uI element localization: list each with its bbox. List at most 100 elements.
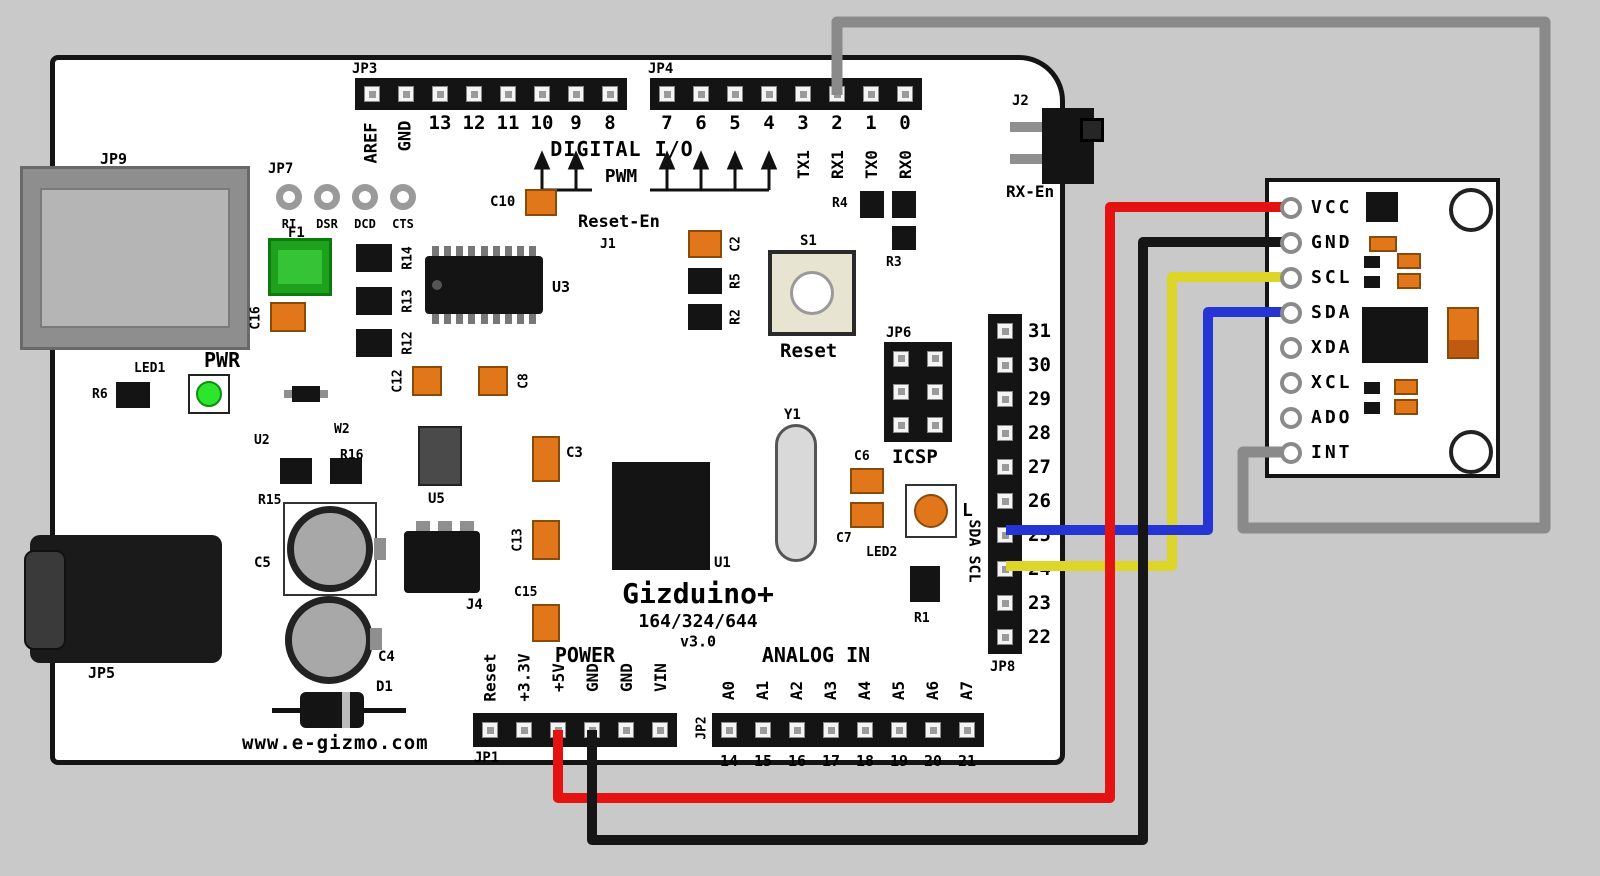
jp1-pin-label: VIN [650, 662, 670, 692]
pin-number: 14 [719, 752, 739, 770]
pin-number: 19 [889, 752, 909, 770]
jp2-pin-label: A6 [923, 680, 943, 700]
jp7-pad [390, 184, 416, 210]
dc-jack-barrel [24, 550, 66, 650]
r1-label: R1 [914, 611, 930, 626]
c15-label: C15 [514, 585, 538, 600]
jp7-pad [352, 184, 378, 210]
pin-number: 31 [1028, 320, 1051, 342]
pin-number: 15 [753, 752, 773, 770]
jp7-label: JP7 [268, 161, 294, 177]
r16-label: R16 [340, 448, 364, 463]
jp8-header [988, 314, 1022, 654]
jp7-pin-label: CTS [392, 217, 414, 231]
sensor-pin-pad [1280, 406, 1302, 429]
sensor-pin-label: ADO [1311, 407, 1353, 428]
r5-part [688, 268, 722, 294]
jp3-header [355, 78, 627, 110]
w2-part [292, 386, 320, 402]
c5-tab [374, 538, 386, 560]
pin-number: 28 [1028, 422, 1051, 444]
website-label: www.e-gizmo.com [242, 732, 429, 754]
c4-label: C4 [378, 649, 395, 665]
sensor-pin-label: VCC [1311, 197, 1353, 218]
jp2-pin-label: A5 [889, 680, 909, 700]
f1-part-inner [278, 250, 322, 284]
r14-label: R14 [400, 246, 416, 270]
jp9-label: JP9 [100, 150, 128, 168]
r6-part [116, 382, 150, 408]
led1-label: LED1 [134, 361, 166, 376]
pin-number: 13 [428, 112, 452, 134]
c2-part [688, 230, 722, 258]
jp4-header [650, 78, 922, 110]
sensor-smd [1394, 399, 1418, 415]
c13-part [532, 520, 560, 560]
pin-number: 18 [855, 752, 875, 770]
j2-pin [1010, 154, 1044, 164]
pin-number: 22 [1028, 626, 1051, 648]
sensor-pin-label: XCL [1311, 372, 1353, 393]
jp2-header [712, 713, 984, 747]
w2-label: W2 [334, 422, 350, 437]
sensor-smd [1364, 382, 1380, 394]
c10-part [525, 189, 557, 216]
pin-number: 7 [661, 112, 673, 134]
sensor-smd [1397, 273, 1421, 289]
j2-label: J2 [1012, 93, 1029, 109]
sensor-smd [1364, 402, 1380, 414]
pin-number: 20 [923, 752, 943, 770]
jp7-pin-label: DCD [354, 217, 376, 231]
c7-label: C7 [836, 531, 852, 546]
w2-leg [320, 390, 328, 398]
jp2-label: JP2 [694, 716, 710, 740]
icsp-header [884, 342, 952, 442]
sensor-smd [1364, 256, 1380, 268]
jp1-pin-label: +3.3V [514, 652, 534, 702]
r15-label: R15 [258, 493, 282, 508]
l-label: L [962, 500, 973, 521]
sensor-mount-hole [1449, 430, 1493, 474]
pin-number: 30 [1028, 354, 1051, 376]
board-title: Gizduino+ [622, 577, 774, 610]
pin-number: 23 [1028, 592, 1051, 614]
sensor-pin-pad [1280, 371, 1302, 394]
r4-part [892, 191, 916, 218]
jp3-pin-gnd: GND [395, 120, 416, 152]
jp1-pin-label: +5V [548, 662, 568, 692]
sensor-pin-pad [1280, 441, 1302, 464]
usb-connector-inner [40, 188, 230, 328]
jp7-pads [270, 180, 422, 214]
pin-number: 5 [729, 112, 741, 134]
jp1-pin-label: Reset [480, 652, 500, 702]
u2-label: U2 [254, 433, 270, 448]
sensor-pin-pad [1280, 336, 1302, 359]
pin-number: 12 [462, 112, 486, 134]
r12-part [356, 329, 392, 357]
r1-part [910, 566, 940, 602]
power-led-dot [196, 381, 222, 407]
analog-in-title: ANALOG IN [761, 643, 871, 667]
jp2-pin-label: A3 [821, 680, 841, 700]
d1-part [300, 692, 364, 728]
c6-part [850, 468, 884, 494]
jp7-pin-label: RI [281, 217, 297, 231]
r3-part [892, 226, 916, 250]
sensor-pin-pad [1280, 266, 1302, 289]
r14-part [356, 244, 392, 272]
pin-number: 11 [496, 112, 520, 134]
pin-number: 27 [1028, 456, 1051, 478]
serial-label: RX0 [895, 149, 915, 179]
c8-part [478, 366, 508, 396]
sensor-pin-pad [1280, 231, 1302, 254]
serial-label: TX0 [861, 149, 881, 179]
pin-number: 9 [570, 112, 582, 134]
led2-label: LED2 [866, 545, 898, 560]
pin-number: 0 [899, 112, 911, 134]
sensor-smd [1397, 253, 1421, 269]
pin-number: 21 [957, 752, 977, 770]
